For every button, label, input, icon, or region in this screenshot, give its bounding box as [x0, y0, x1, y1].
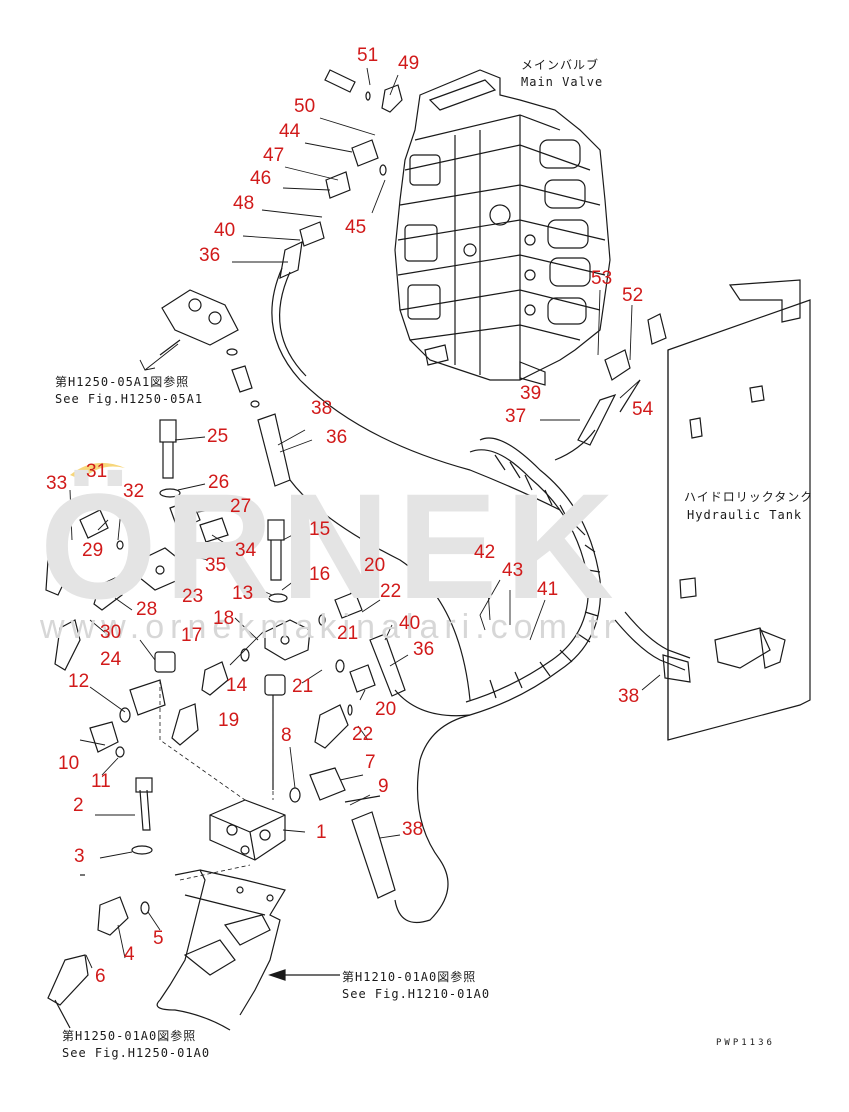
reference-arrows — [54, 339, 340, 1029]
callout-37: 37 — [505, 406, 527, 427]
callout-31: 31 — [86, 461, 108, 482]
callout-50: 50 — [294, 96, 316, 117]
callout-21-a: 21 — [337, 623, 359, 644]
callout-44: 44 — [279, 121, 301, 142]
callout-47: 47 — [263, 145, 285, 166]
ref-h1210-01a0-en: See Fig.H1210-01A0 — [342, 987, 491, 1001]
callout-6: 6 — [95, 966, 106, 987]
callout-23: 23 — [182, 586, 204, 607]
callout-35: 35 — [205, 555, 227, 576]
callout-36-a: 36 — [326, 427, 348, 448]
callout-53: 53 — [591, 268, 613, 289]
callout-16: 16 — [309, 564, 331, 585]
callout-30: 30 — [100, 622, 122, 643]
hose-36-lower — [369, 633, 471, 717]
callout-7: 7 — [365, 752, 376, 773]
callout-5: 5 — [153, 928, 164, 949]
hose-38-lower — [351, 759, 449, 924]
ref-h1210-01a0-jp: 第H1210-01A0図参照 — [342, 970, 477, 984]
callout-25: 25 — [207, 426, 229, 447]
callout-14: 14 — [226, 675, 248, 696]
callout-38-c: 38 — [618, 686, 640, 707]
callout-49: 49 — [398, 53, 420, 74]
right-fittings — [577, 313, 667, 446]
callout-4: 4 — [124, 944, 135, 965]
callout-21-b: 21 — [292, 676, 314, 697]
hose-36-upper — [271, 267, 561, 511]
callout-9: 9 — [378, 776, 389, 797]
block-1 — [131, 777, 286, 861]
callout-42: 42 — [474, 542, 496, 563]
watermark-brand: ÖRNEK — [40, 462, 622, 630]
callout-24: 24 — [100, 649, 122, 670]
hydraulic-tank-label-en: Hydraulic Tank — [687, 508, 803, 522]
callout-20-b: 20 — [375, 699, 397, 720]
main-valve — [394, 69, 611, 386]
callout-27: 27 — [230, 496, 252, 517]
ref-h1250-01a0-en: See Fig.H1250-01A0 — [62, 1046, 211, 1060]
callout-32: 32 — [123, 481, 145, 502]
callout-22-b: 22 — [352, 724, 374, 745]
callout-51: 51 — [357, 45, 379, 66]
hydraulic-tank — [667, 279, 811, 741]
watermark-logo — [70, 462, 125, 480]
fittings-left — [45, 509, 176, 758]
fittings-lower-left — [47, 874, 231, 1031]
callout-2: 2 — [73, 795, 84, 816]
callout-41: 41 — [537, 579, 559, 600]
callout-15: 15 — [309, 519, 331, 540]
callout-13: 13 — [232, 583, 254, 604]
callout-18: 18 — [213, 608, 235, 629]
callout-29: 29 — [82, 540, 104, 561]
drawing-code: PWP1136 — [716, 1038, 775, 1048]
callout-38-a: 38 — [311, 398, 333, 419]
callout-39: 39 — [520, 383, 542, 404]
callout-36: 36 — [199, 245, 221, 266]
callout-11: 11 — [91, 771, 111, 792]
ref-h1250-01a0-jp: 第H1250-01A0図参照 — [62, 1029, 197, 1043]
auxiliary-lines — [159, 680, 274, 881]
callout-36-b: 36 — [413, 639, 435, 660]
callout-22-a: 22 — [380, 581, 402, 602]
callout-28: 28 — [136, 599, 158, 620]
callout-52: 52 — [622, 285, 644, 306]
callout-12: 12 — [68, 671, 90, 692]
main-valve-label-en: Main Valve — [521, 75, 604, 89]
hydraulic-tank-label-jp: ハイドロリックタンク — [684, 490, 814, 504]
callout-34: 34 — [235, 540, 257, 561]
main-valve-label-jp: メインバルブ — [521, 58, 600, 72]
callout-48: 48 — [233, 193, 255, 214]
callout-38-b: 38 — [402, 819, 424, 840]
block-23 — [139, 517, 229, 591]
ref-h1250-05a1-jp: 第H1250-05A1図参照 — [55, 375, 190, 389]
callout-26: 26 — [208, 472, 230, 493]
manifold-13 — [240, 519, 376, 693]
callout-19: 19 — [218, 710, 240, 731]
bracket-h1250-05a1 — [161, 289, 260, 408]
callout-1: 1 — [316, 822, 327, 843]
callout-40-b: 40 — [399, 613, 421, 634]
callout-3: 3 — [74, 846, 85, 867]
callout-20-a: 20 — [364, 555, 386, 576]
callout-54: 54 — [632, 399, 654, 420]
watermark-site: www.ornekmakinalari.com.tr — [40, 608, 622, 646]
callout-45: 45 — [345, 217, 367, 238]
callout-8: 8 — [281, 725, 292, 746]
callout-43: 43 — [502, 560, 524, 581]
callout-40: 40 — [214, 220, 236, 241]
callout-17: 17 — [181, 625, 203, 646]
callout-10: 10 — [58, 753, 80, 774]
bracket-h1210-01a0 — [159, 869, 286, 1016]
bolt-25 — [159, 419, 201, 531]
callout-46: 46 — [250, 168, 272, 189]
hose-left — [257, 413, 471, 701]
ref-h1250-05a1-en: See Fig.H1250-05A1 — [55, 392, 204, 406]
leader-lines — [69, 67, 661, 969]
callout-33: 33 — [46, 473, 68, 494]
